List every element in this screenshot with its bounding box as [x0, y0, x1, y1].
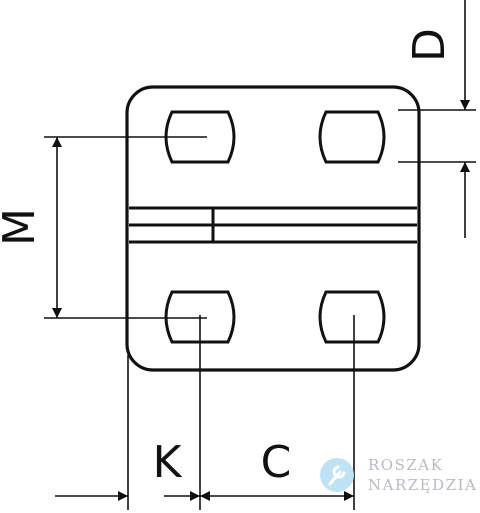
watermark: ROSZAK NARZĘDZIA: [320, 456, 477, 494]
hinge-knuckle: [129, 206, 417, 244]
slot-bottom-left: [164, 290, 236, 344]
watermark-line-1: ROSZAK: [368, 456, 443, 474]
dimension-d: D: [398, 0, 476, 238]
dimension-label-m: M: [0, 208, 45, 246]
hinge-plate: [125, 85, 421, 372]
dimension-label-c: C: [261, 437, 292, 488]
slot-top-left: [164, 110, 236, 164]
dimension-label-k: K: [153, 437, 183, 488]
slot-top-right: [318, 110, 386, 164]
dimension-m: M: [0, 136, 207, 319]
watermark-line-2: NARZĘDZIA: [368, 476, 477, 494]
dimension-k-c: K C: [55, 315, 355, 510]
dimension-label-d: D: [404, 28, 455, 62]
wrench-icon-glyph: [328, 465, 346, 486]
mounting-slots: [164, 110, 386, 344]
slot-bottom-right: [318, 290, 386, 344]
